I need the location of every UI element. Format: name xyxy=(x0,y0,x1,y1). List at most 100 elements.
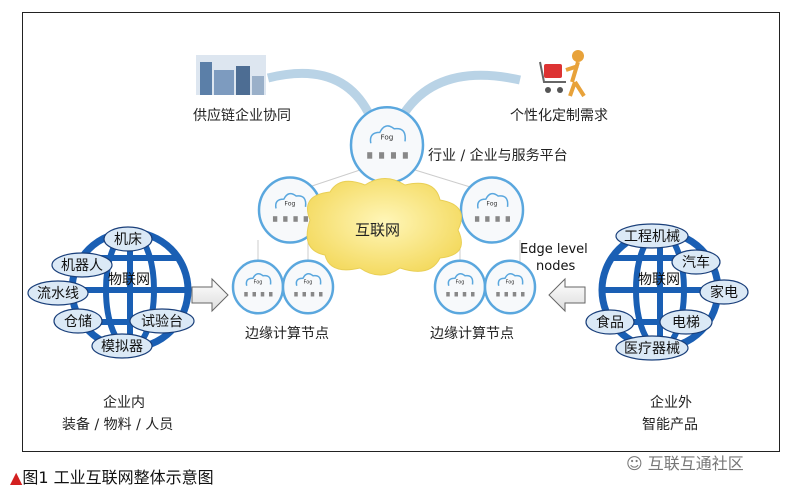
device-bubble: 食品 xyxy=(585,309,635,335)
cloud-icon xyxy=(476,192,509,209)
device-bubble: 机床 xyxy=(103,226,153,252)
device-icon xyxy=(293,216,298,222)
device-icon xyxy=(521,292,525,297)
device-bubble: 汽车 xyxy=(671,249,721,275)
device-label: 机床 xyxy=(114,232,142,248)
curved-arrow-left xyxy=(266,68,372,115)
device-label: 家电 xyxy=(710,284,738,301)
fog-label: Fog xyxy=(284,200,295,207)
fog-label: Fog xyxy=(456,279,465,285)
right-globe-title: 企业外 xyxy=(650,394,692,411)
factory-illustration xyxy=(196,55,266,95)
device-icon xyxy=(367,152,373,159)
fog-label: Fog xyxy=(254,279,263,285)
device-label: 食品 xyxy=(596,314,624,331)
fog-node-ring xyxy=(349,105,425,185)
internet-cloud: 互联网 xyxy=(306,178,462,276)
supply-chain-label: 供应链企业协同 xyxy=(193,107,291,124)
device-icon xyxy=(390,152,396,159)
device-icon xyxy=(272,216,278,222)
right-globe-subtitle: 智能产品 xyxy=(642,417,698,433)
device-icon xyxy=(471,292,475,297)
device-label: 机器人 xyxy=(61,258,103,274)
device-icon xyxy=(474,216,480,222)
device-icon xyxy=(260,292,265,297)
device-icon xyxy=(495,216,500,222)
device-icon xyxy=(504,292,508,297)
arrow-left-icon xyxy=(548,277,586,313)
caption-text: 图1 工业互联网整体示意图 xyxy=(22,468,214,487)
fog-node: Fog xyxy=(281,259,335,315)
caption-marker: ▲ xyxy=(10,468,23,487)
device-icon xyxy=(454,292,458,297)
device-icon xyxy=(505,216,510,222)
fog-node-ring xyxy=(483,259,537,315)
arrow-right-icon xyxy=(191,277,229,313)
device-icon xyxy=(462,292,467,297)
device-label: 医疗器械 xyxy=(624,341,680,357)
watermark-text: 互联互通社区 xyxy=(647,454,744,473)
personalization-label: 个性化定制需求 xyxy=(510,108,608,124)
device-icon xyxy=(283,216,288,222)
device-icon xyxy=(310,292,315,297)
device-icon xyxy=(402,152,408,159)
device-icon xyxy=(446,292,450,297)
device-bubble: 家电 xyxy=(699,279,749,305)
device-label: 试验台 xyxy=(141,314,183,330)
shopping-figure-illustration xyxy=(539,50,586,98)
device-icon xyxy=(244,292,248,297)
curved-arrow-right xyxy=(401,70,521,115)
iot-label: 物联网 xyxy=(108,272,150,288)
left-globe-title: 企业内 xyxy=(103,394,145,411)
fog-node-ring xyxy=(433,259,487,315)
device-bubble: 模拟器 xyxy=(91,333,153,359)
device-bubble: 流水线 xyxy=(27,280,89,306)
cloud-icon xyxy=(497,273,524,286)
device-icon xyxy=(303,216,308,222)
device-icon xyxy=(294,292,298,297)
fog-label: Fog xyxy=(304,279,313,285)
fog-label: Fog xyxy=(506,279,515,285)
device-bubble: 电梯 xyxy=(659,309,713,335)
device-bubble: 工程机械 xyxy=(615,223,689,249)
device-label: 工程机械 xyxy=(624,229,680,245)
cloud-icon xyxy=(447,273,474,286)
fog-label: Fog xyxy=(381,133,394,142)
device-icon xyxy=(512,292,517,297)
device-label: 流水线 xyxy=(37,286,79,302)
fog-node: Fog xyxy=(257,176,323,244)
fog-label: Fog xyxy=(486,200,497,207)
device-label: 汽车 xyxy=(682,254,710,271)
device-bubble: 医疗器械 xyxy=(615,335,689,361)
platform-label: 行业 / 企业与服务平台 xyxy=(428,147,568,164)
fog-node: Fog xyxy=(459,176,525,244)
cloud-icon xyxy=(274,192,307,209)
edge-level-label-2: nodes xyxy=(536,259,575,274)
device-icon xyxy=(302,292,306,297)
figure-caption: ▲图1 工业互联网整体示意图 xyxy=(10,464,214,488)
fog-node: Fog xyxy=(483,259,537,315)
diagram-frame xyxy=(22,12,780,452)
left-globe-subtitle: 装备 / 物料 / 人员 xyxy=(62,416,173,433)
fog-node: Fog xyxy=(349,105,425,185)
device-icon xyxy=(496,292,500,297)
device-bubble: 仓储 xyxy=(53,308,103,334)
device-label: 模拟器 xyxy=(101,339,143,355)
cloud-icon xyxy=(369,125,406,144)
fog-node: Fog xyxy=(433,259,487,315)
edge-node-label-right: 边缘计算节点 xyxy=(430,326,514,342)
edge-level-label-1: Edge level xyxy=(520,242,588,257)
fog-node: Fog xyxy=(231,259,285,315)
fog-node-ring xyxy=(231,259,285,315)
device-label: 仓储 xyxy=(64,314,92,330)
device-bubble: 机器人 xyxy=(51,252,113,278)
iot-label: 物联网 xyxy=(638,272,680,288)
fog-node-ring xyxy=(459,176,525,244)
device-bubble: 试验台 xyxy=(129,308,195,334)
device-icon xyxy=(485,216,490,222)
wechat-icon: ☺ xyxy=(626,454,648,473)
